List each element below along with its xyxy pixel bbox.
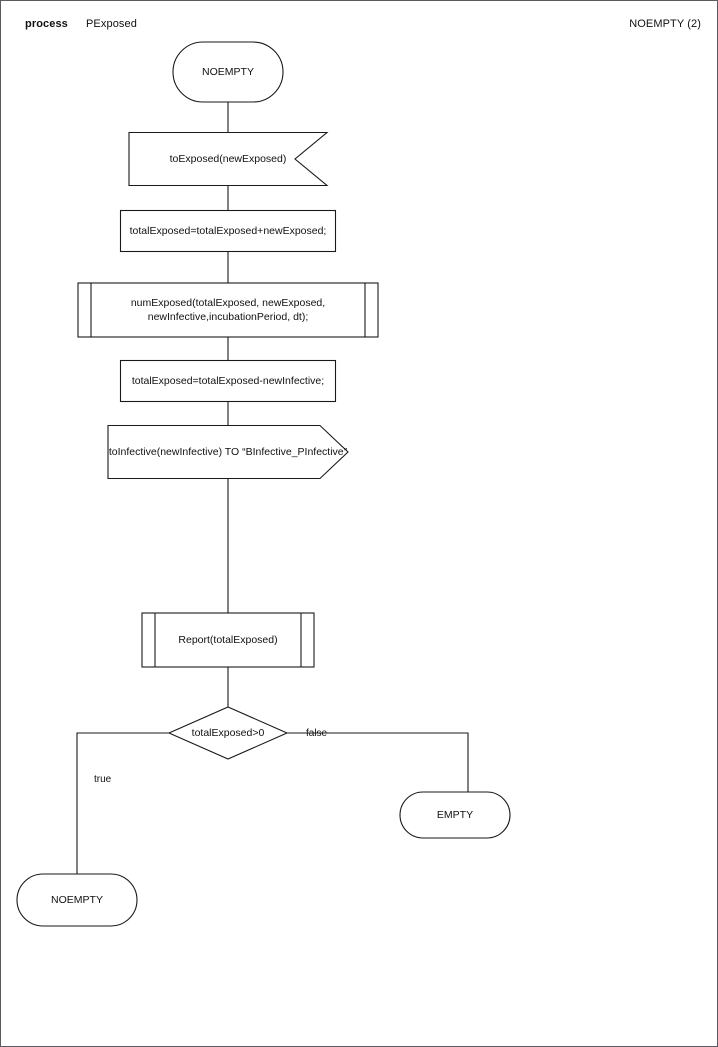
node-procedure-numexposed xyxy=(77,282,379,338)
node-end-empty xyxy=(399,791,511,839)
nodes-layer xyxy=(16,41,511,927)
edge-label-label-true: true xyxy=(94,774,112,785)
node-start-state xyxy=(172,41,284,103)
node-end-noempty xyxy=(16,873,138,927)
node-decision xyxy=(167,706,289,760)
header-state-label: NOEMPTY (2) xyxy=(629,18,701,30)
edges-layer xyxy=(76,102,469,874)
shape-send-signal xyxy=(107,424,349,480)
shape-rect xyxy=(141,612,315,668)
shape-diamond xyxy=(167,706,289,760)
shape-receive-signal xyxy=(128,131,329,187)
shape-terminal xyxy=(16,873,138,927)
node-procedure-report xyxy=(141,612,315,668)
header-process-name: PExposed xyxy=(86,18,137,30)
node-output-signal xyxy=(107,424,349,480)
edge-e8-true xyxy=(76,732,169,874)
edge-label-label-false: false xyxy=(306,728,328,739)
node-input-signal xyxy=(128,131,329,187)
shape-terminal xyxy=(399,791,511,839)
shape-rect xyxy=(119,209,337,253)
node-task-add xyxy=(119,209,337,253)
node-task-sub xyxy=(119,359,337,403)
shape-rect xyxy=(119,359,337,403)
shape-rect xyxy=(77,282,379,338)
edge-e9-false xyxy=(287,732,469,792)
header-keyword: process xyxy=(25,18,68,30)
shape-terminal xyxy=(172,41,284,103)
